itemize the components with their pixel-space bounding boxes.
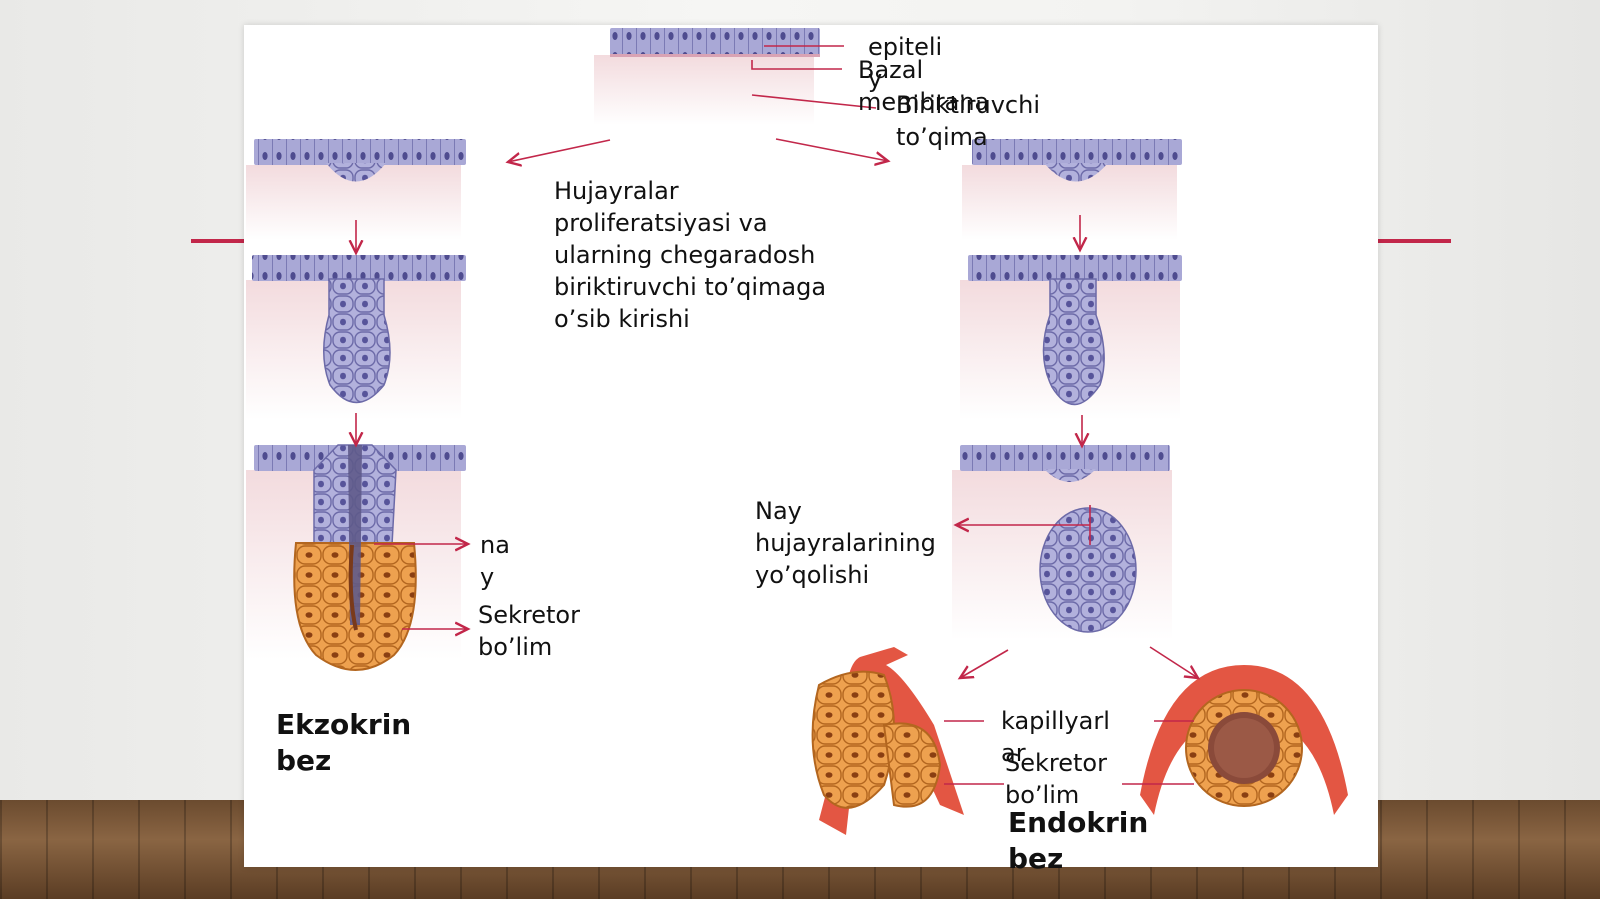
right-stage-3 <box>952 445 1172 640</box>
slide-canvas: epiteli y Bazal membrana Biriktiruvchi t… <box>244 25 1378 875</box>
right-stage-2 <box>960 255 1182 420</box>
label-capillaries: kapillyarl ar <box>1001 707 1110 767</box>
left-stage-2 <box>246 255 466 420</box>
top-epithelium-block <box>594 28 820 125</box>
label-duct: na y <box>480 531 510 591</box>
wall-accent-line-left <box>191 239 246 243</box>
label-endocrine-gland: Endokrin bez <box>1008 806 1149 875</box>
leader-connective-tissue <box>751 94 877 109</box>
arrow-to-cords <box>960 649 1009 678</box>
endocrine-follicle-illustration <box>1140 665 1348 815</box>
label-duct-loss: Nay hujayralarining yo’qolishi <box>755 497 936 589</box>
right-stage-1 <box>962 139 1182 240</box>
arrow-to-right-branch <box>775 138 888 161</box>
label-basal-membrane: Bazal membrana <box>858 56 990 116</box>
label-epithelium: epiteli y <box>868 33 943 93</box>
left-stage-1 <box>246 139 466 240</box>
endocrine-cords-illustration <box>811 647 964 835</box>
arrow-to-follicle <box>1149 646 1198 678</box>
arrow-to-left-branch <box>508 139 611 162</box>
label-secretory-left: Sekretor bo’lim <box>478 601 580 661</box>
exocrine-gland-illustration <box>246 444 466 671</box>
label-connective-tissue: Biriktiruvchi to’qima <box>896 91 1040 151</box>
wall-accent-line-right <box>1378 239 1451 243</box>
label-secretory-right: Sekretor bo’lim <box>1005 749 1107 809</box>
label-exocrine-gland: Ekzokrin bez <box>276 708 412 777</box>
gland-development-diagram <box>246 28 1348 835</box>
arrows-and-leaders <box>356 45 1198 785</box>
leader-basal-membrane <box>751 60 842 70</box>
label-proliferation: Hujayralar proliferatsiyasi va ularning … <box>554 177 827 333</box>
